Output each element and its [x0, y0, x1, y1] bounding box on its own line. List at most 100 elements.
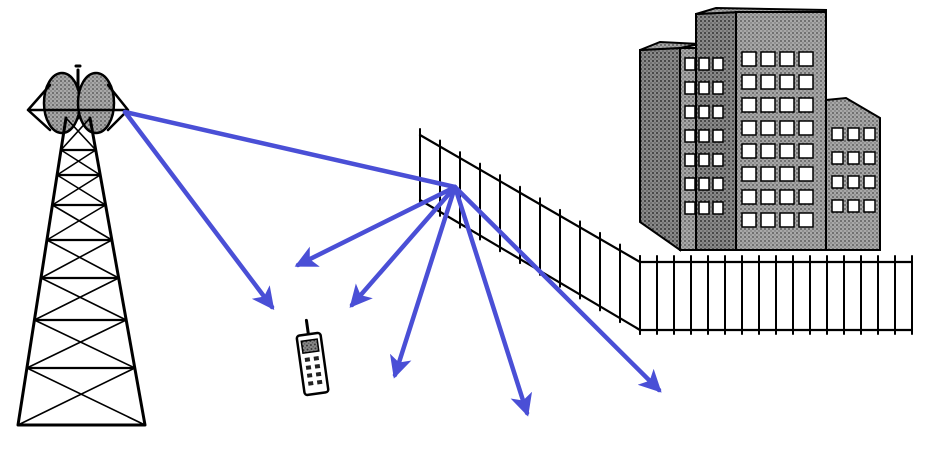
- window: [741, 212, 757, 228]
- window: [698, 201, 710, 215]
- phone-key: [305, 365, 312, 370]
- window: [760, 212, 776, 228]
- window: [698, 153, 710, 167]
- window: [847, 127, 860, 141]
- phone-key: [307, 381, 314, 386]
- direct-path: [122, 109, 275, 310]
- phone-key: [313, 356, 320, 361]
- window: [684, 81, 696, 95]
- window: [798, 51, 814, 67]
- path-to-fence: [122, 109, 458, 190]
- mobile-phone: [295, 318, 330, 397]
- window: [684, 177, 696, 191]
- cell-tower: [16, 64, 147, 427]
- tower-brace: [46, 204, 113, 241]
- tower-brace: [26, 319, 136, 369]
- window: [798, 120, 814, 136]
- antenna-icon: [26, 64, 130, 135]
- tower-brace: [51, 174, 107, 206]
- tower-lattice: [16, 116, 147, 427]
- phone-keypad: [304, 356, 323, 386]
- window: [831, 127, 844, 141]
- window: [712, 105, 724, 119]
- window: [712, 177, 724, 191]
- window: [760, 189, 776, 205]
- window: [760, 97, 776, 113]
- window: [712, 57, 724, 71]
- window: [831, 175, 844, 189]
- tower-brace: [40, 239, 120, 279]
- scattered-ray: [294, 184, 458, 268]
- window: [698, 81, 710, 95]
- window: [779, 120, 795, 136]
- window: [741, 189, 757, 205]
- window: [698, 57, 710, 71]
- window: [741, 74, 757, 90]
- window: [779, 189, 795, 205]
- phone-key: [314, 363, 321, 369]
- window: [698, 129, 710, 143]
- window: [831, 151, 844, 165]
- window: [863, 199, 876, 213]
- window: [779, 212, 795, 228]
- window: [847, 151, 860, 165]
- fence-rail: [418, 133, 642, 332]
- window: [684, 105, 696, 119]
- window: [741, 51, 757, 67]
- window: [798, 166, 814, 182]
- tower-brace: [56, 149, 102, 176]
- window: [760, 166, 776, 182]
- window: [779, 143, 795, 159]
- window: [684, 129, 696, 143]
- scattered-ray: [452, 184, 662, 393]
- window: [684, 153, 696, 167]
- window: [779, 97, 795, 113]
- window: [712, 153, 724, 167]
- window: [760, 51, 776, 67]
- window: [741, 166, 757, 182]
- tower-brace: [17, 367, 146, 426]
- window: [760, 74, 776, 90]
- window: [847, 175, 860, 189]
- window: [760, 120, 776, 136]
- window: [779, 51, 795, 67]
- window: [760, 143, 776, 159]
- window: [798, 189, 814, 205]
- window: [698, 177, 710, 191]
- window: [779, 74, 795, 90]
- window: [712, 201, 724, 215]
- window: [863, 175, 876, 189]
- window: [798, 212, 814, 228]
- window: [684, 57, 696, 71]
- window: [779, 166, 795, 182]
- scattered-ray: [349, 184, 458, 308]
- window: [684, 201, 696, 215]
- building-windows: [684, 51, 876, 228]
- window: [712, 81, 724, 95]
- window: [798, 74, 814, 90]
- phone-key: [316, 379, 323, 385]
- window: [831, 199, 844, 213]
- window: [798, 143, 814, 159]
- tower-brace: [33, 277, 127, 321]
- office-building: [639, 6, 881, 252]
- scattered-ray: [389, 184, 458, 379]
- window: [698, 105, 710, 119]
- window: [741, 120, 757, 136]
- window: [741, 143, 757, 159]
- window: [741, 97, 757, 113]
- window: [798, 97, 814, 113]
- window: [863, 151, 876, 165]
- window: [863, 127, 876, 141]
- phone-key: [306, 373, 313, 378]
- tower-brace: [60, 117, 97, 151]
- window: [847, 199, 860, 213]
- window: [712, 129, 724, 143]
- phone-key: [304, 357, 311, 362]
- scattered-ray: [452, 184, 533, 417]
- tower-leg: [16, 116, 147, 427]
- phone-key: [315, 371, 322, 377]
- signal-paths: [122, 109, 662, 417]
